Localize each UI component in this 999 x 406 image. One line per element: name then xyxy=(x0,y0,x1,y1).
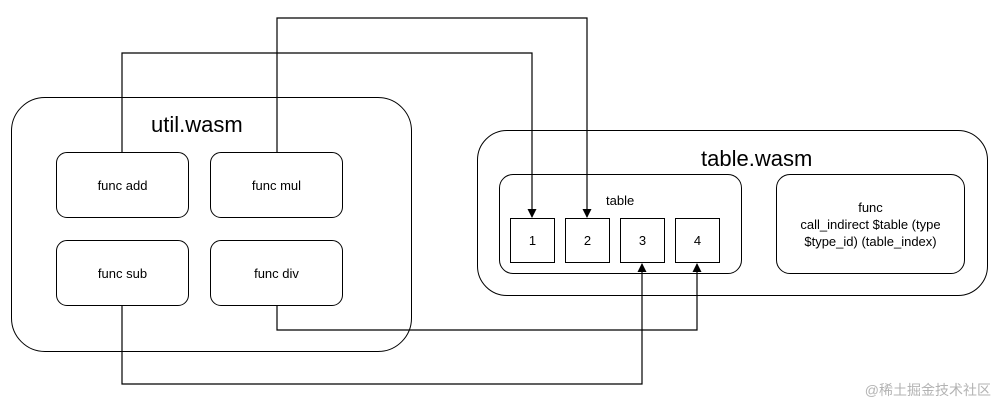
slot-4-label: 4 xyxy=(693,233,702,248)
table-slot-2: 2 xyxy=(565,218,610,263)
func-add-box: func add xyxy=(56,152,189,218)
func-mul-label: func mul xyxy=(251,177,302,193)
util-wasm-title: util.wasm xyxy=(151,112,243,137)
table-slot-3: 3 xyxy=(620,218,665,263)
call-indirect-func-label: func call_indirect $table (type $type_id… xyxy=(800,199,941,249)
table-wasm-title: table.wasm xyxy=(701,146,813,171)
arrow-mul-to-slot-2 xyxy=(276,17,592,218)
table-slot-4: 4 xyxy=(675,218,720,263)
slot-2-label: 2 xyxy=(583,233,592,248)
func-div-box: func div xyxy=(210,240,343,306)
call-indirect-func-box: func call_indirect $table (type $type_id… xyxy=(776,174,965,274)
table-slot-1: 1 xyxy=(510,218,555,263)
arrow-sub-to-slot-3 xyxy=(121,263,647,385)
slot-1-label: 1 xyxy=(528,233,537,248)
func-div-label: func div xyxy=(254,265,299,281)
watermark: @稀土掘金技术社区 xyxy=(864,382,991,398)
func-sub-label: func sub xyxy=(97,265,148,281)
arrow-add-to-slot-1 xyxy=(121,52,537,218)
arrow-div-to-slot-4 xyxy=(276,263,702,331)
func-sub-box: func sub xyxy=(56,240,189,306)
slot-3-label: 3 xyxy=(638,233,647,248)
table-label: table xyxy=(606,193,635,208)
func-add-label: func add xyxy=(97,177,148,193)
func-mul-box: func mul xyxy=(210,152,343,218)
util-wasm-module xyxy=(11,97,412,352)
